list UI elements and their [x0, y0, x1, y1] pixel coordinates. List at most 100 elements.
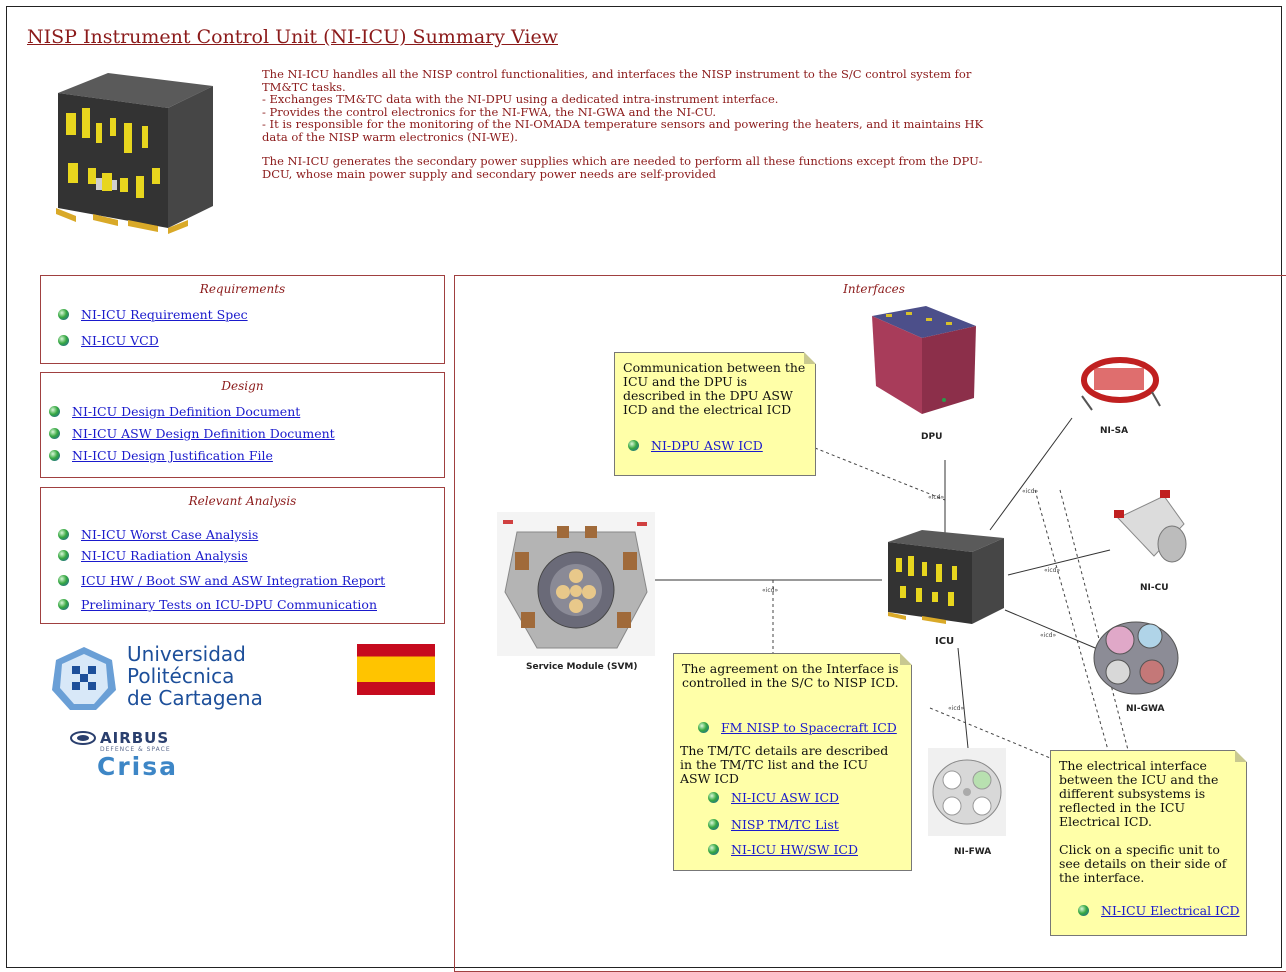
link-row: NISP TM/TC List	[708, 817, 839, 832]
link-row: NI-ICU Worst Case Analysis	[58, 527, 258, 542]
analysis-title: Relevant Analysis	[188, 494, 297, 508]
intro-text: The NI-ICU handles all the NISP control …	[262, 68, 997, 180]
link-ni-icu-vcd[interactable]: NI-ICU VCD	[81, 333, 159, 348]
intro-line: The NI-ICU handles all the NISP control …	[262, 67, 972, 94]
upct-logo-icon	[52, 647, 116, 710]
design-box: Design	[40, 372, 445, 478]
page-title: NISP Instrument Control Unit (NI-ICU) Su…	[27, 26, 558, 48]
link-radiation-analysis[interactable]: NI-ICU Radiation Analysis	[81, 548, 248, 563]
link-row: NI-ICU Requirement Spec	[58, 307, 248, 322]
link-design-justification-file[interactable]: NI-ICU Design Justification File	[72, 448, 273, 463]
intro-paragraph-2: The NI-ICU generates the secondary power…	[262, 154, 983, 181]
iface-tag: «icd»	[1040, 632, 1057, 639]
upct-line: de Cartagena	[127, 686, 263, 710]
requirements-title: Requirements	[199, 282, 286, 296]
link-row: NI-DPU ASW ICD	[628, 438, 763, 453]
iface-tag: «icd»	[1044, 567, 1061, 574]
note-fold-corner	[804, 352, 816, 364]
note-text: The electrical interface between the ICU…	[1059, 758, 1219, 829]
link-ni-icu-electrical-icd[interactable]: NI-ICU Electrical ICD	[1101, 903, 1240, 918]
link-row: NI-ICU Electrical ICD	[1078, 903, 1240, 918]
link-ni-dpu-asw-icd[interactable]: NI-DPU ASW ICD	[651, 438, 763, 453]
globe-bullet-icon	[1078, 905, 1089, 916]
link-row: NI-ICU Design Definition Document	[49, 404, 300, 419]
globe-bullet-icon	[708, 792, 719, 803]
note-fold-corner	[1235, 750, 1247, 762]
iface-tag: «icd»	[948, 705, 965, 712]
link-preliminary-tests[interactable]: Preliminary Tests on ICU-DPU Communicati…	[81, 597, 377, 612]
icu-unit-image	[56, 73, 213, 234]
globe-bullet-icon	[58, 335, 69, 346]
link-row: NI-ICU VCD	[58, 333, 159, 348]
link-asw-design-definition-document[interactable]: NI-ICU ASW Design Definition Document	[72, 426, 335, 441]
interfaces-title: Interfaces	[843, 282, 905, 296]
ni-gwa-label: NI-GWA	[1126, 704, 1165, 714]
link-design-definition-document[interactable]: NI-ICU Design Definition Document	[72, 404, 301, 419]
link-row: NI-ICU ASW ICD	[708, 790, 839, 805]
page-frame	[6, 6, 1282, 968]
globe-bullet-icon	[58, 575, 69, 586]
link-row: Preliminary Tests on ICU-DPU Communicati…	[58, 597, 377, 612]
link-worst-case-analysis[interactable]: NI-ICU Worst Case Analysis	[81, 527, 259, 542]
link-row: NI-ICU Design Justification File	[49, 448, 273, 463]
ni-fwa-unit-image[interactable]	[928, 748, 1006, 836]
dpu-label: DPU	[921, 432, 943, 442]
link-ni-icu-asw-icd[interactable]: NI-ICU ASW ICD	[731, 790, 840, 805]
iface-tag: «icd»	[928, 494, 945, 501]
note-dpu-communication: Communication between the ICU and the DP…	[614, 352, 816, 476]
intro-line: - Provides the control electronics for t…	[262, 104, 716, 119]
svm-label: Service Module (SVM)	[526, 662, 638, 672]
globe-bullet-icon	[58, 550, 69, 561]
link-ni-icu-hw-sw-icd[interactable]: NI-ICU HW/SW ICD	[731, 842, 858, 857]
link-fm-nisp-to-spacecraft-icd[interactable]: FM NISP to Spacecraft ICD	[721, 720, 897, 735]
link-row: ICU HW / Boot SW and ASW Integration Rep…	[58, 573, 385, 588]
icu-diagram-image[interactable]	[882, 528, 1008, 628]
ni-fwa-label: NI-FWA	[954, 847, 992, 857]
design-title: Design	[221, 379, 264, 393]
airbus-logo-icon	[70, 731, 96, 745]
globe-bullet-icon	[49, 428, 60, 439]
link-row: NI-ICU HW/SW ICD	[708, 842, 858, 857]
link-row: FM NISP to Spacecraft ICD	[698, 720, 897, 735]
globe-bullet-icon	[58, 529, 69, 540]
link-row: NI-ICU Radiation Analysis	[58, 548, 248, 563]
iface-tag: «icd»	[1022, 488, 1039, 495]
note-text: The agreement on the Interface is contro…	[682, 661, 899, 690]
analysis-box: Relevant Analysis	[40, 487, 445, 624]
requirements-box: Requirements	[40, 275, 445, 364]
note-text: Click on a specific unit to see details …	[1059, 842, 1227, 885]
link-ni-icu-requirement-spec[interactable]: NI-ICU Requirement Spec	[81, 307, 248, 322]
globe-bullet-icon	[708, 819, 719, 830]
link-nisp-tmtc-list[interactable]: NISP TM/TC List	[731, 817, 839, 832]
airbus-sub-text: DEFENCE & SPACE	[100, 746, 171, 753]
dpu-unit-image[interactable]	[866, 304, 978, 416]
upct-line: Politécnica	[127, 664, 235, 688]
upct-logo-text: Universidad Politécnica de Cartagena	[127, 643, 263, 709]
link-row: NI-ICU ASW Design Definition Document	[49, 426, 335, 441]
iface-tag: «icd»	[762, 587, 779, 594]
icu-label: ICU	[935, 636, 955, 647]
note-spacecraft-icd: The agreement on the Interface is contro…	[673, 653, 912, 871]
ni-sa-unit-image[interactable]	[1072, 350, 1164, 414]
ni-gwa-unit-image[interactable]	[1090, 616, 1182, 698]
ni-cu-label: NI-CU	[1140, 583, 1169, 593]
link-integration-report[interactable]: ICU HW / Boot SW and ASW Integration Rep…	[81, 573, 386, 588]
globe-bullet-icon	[58, 309, 69, 320]
svm-unit-image[interactable]	[497, 512, 655, 656]
crisa-logo-text: Crisa	[97, 752, 178, 781]
globe-bullet-icon	[628, 440, 639, 451]
globe-bullet-icon	[698, 722, 709, 733]
globe-bullet-icon	[58, 599, 69, 610]
note-fold-corner	[900, 653, 912, 665]
globe-bullet-icon	[49, 406, 60, 417]
globe-bullet-icon	[49, 450, 60, 461]
intro-line: - Exchanges TM&TC data with the NI-DPU u…	[262, 92, 779, 106]
ni-cu-unit-image[interactable]	[1112, 490, 1198, 566]
ni-sa-label: NI-SA	[1100, 426, 1129, 436]
upct-line: Universidad	[127, 642, 246, 666]
intro-line: - It is responsible for the monitoring o…	[262, 117, 984, 144]
note-text: The TM/TC details are described in the T…	[680, 743, 889, 786]
airbus-logo-text: AIRBUS	[100, 729, 170, 747]
spain-flag-icon	[357, 644, 435, 695]
